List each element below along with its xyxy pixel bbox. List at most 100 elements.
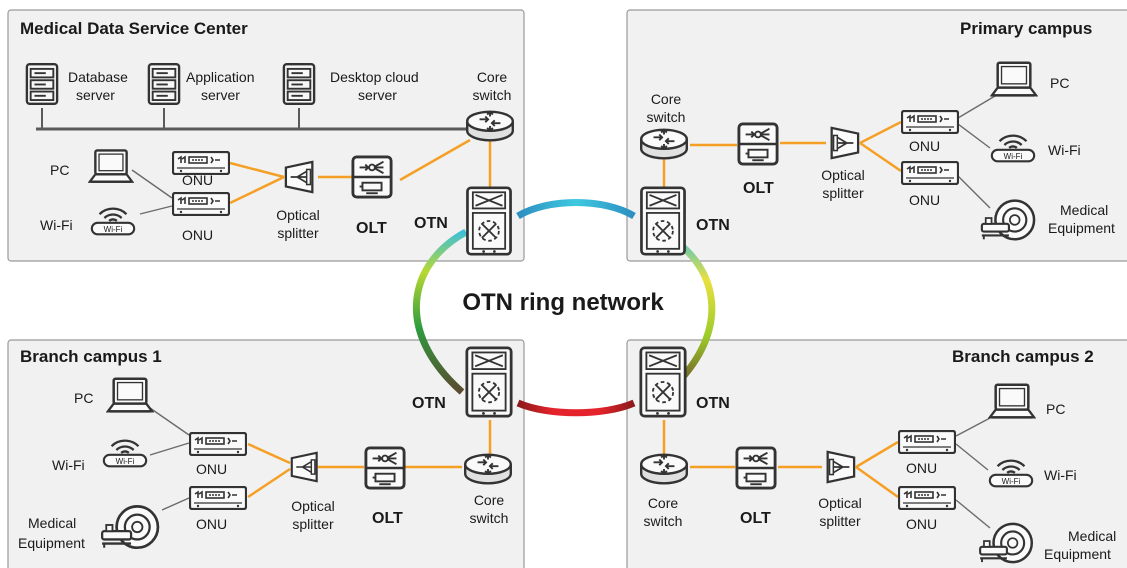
primary-onu-2-label: ONU: [909, 192, 940, 208]
branch1-olt-icon: [364, 446, 406, 490]
branch1-core-switch-icon: [463, 453, 513, 485]
mdsc-otn-label: OTN: [414, 215, 448, 232]
branch2-onu-2-label: ONU: [906, 516, 937, 532]
branch2-medical-label-2: Equipment: [1044, 546, 1111, 562]
primary-splitter-label-1: Optical: [821, 167, 865, 183]
mdsc-onu-1-icon: [172, 151, 230, 175]
branch1-pc-icon: [106, 377, 154, 413]
branch1-title: Branch campus 1: [20, 347, 162, 366]
branch2-otn-icon: [639, 346, 687, 418]
branch1-splitter-label-2: splitter: [292, 516, 334, 532]
branch1-optical-splitter-icon: [290, 451, 318, 483]
primary-core-switch-icon: [639, 128, 689, 160]
mdsc-splitter-label-1: Optical: [276, 207, 320, 223]
branch2-pc-icon: [988, 383, 1036, 419]
primary-olt-icon: [737, 122, 779, 166]
branch2-medical-label-1: Medical: [1068, 528, 1116, 544]
branch1-onu-1-icon: [189, 432, 247, 456]
branch1-region: Branch campus 1 PC Wi-Fi Wi-Fi Medical E…: [18, 346, 513, 551]
primary-onu-1-icon: [901, 110, 959, 134]
primary-pc-icon: [990, 61, 1038, 97]
branch1-wifi-badge: Wi-Fi: [116, 457, 135, 466]
mdsc-core-switch-label-1: Core: [477, 69, 508, 85]
branch2-olt-label: OLT: [740, 510, 771, 527]
application-server-label-2: server: [201, 87, 240, 103]
desktop-cloud-server-label-1: Desktop cloud: [330, 69, 419, 85]
mdsc-core-switch-label-2: switch: [473, 87, 512, 103]
branch1-medical-label-2: Equipment: [18, 535, 85, 551]
primary-region: Primary campus Core switch OTN OLT Optic…: [639, 19, 1115, 256]
branch2-splitter-label-2: splitter: [819, 513, 861, 529]
ring-segment-bottom: [516, 399, 636, 417]
branch1-olt-label: OLT: [372, 510, 403, 527]
branch2-onu-1-label: ONU: [906, 460, 937, 476]
mdsc-onu-2-label: ONU: [182, 227, 213, 243]
branch2-otn-label: OTN: [696, 395, 730, 412]
branch1-medical-label-1: Medical: [28, 515, 76, 531]
database-server-label-2: server: [76, 87, 115, 103]
branch2-pc-label: PC: [1046, 401, 1065, 417]
primary-title: Primary campus: [960, 19, 1092, 38]
branch2-wifi-label: Wi-Fi: [1044, 467, 1077, 483]
branch1-splitter-label-1: Optical: [291, 498, 335, 514]
branch1-pc-label: PC: [74, 390, 93, 406]
mdsc-wifi-badge: Wi-Fi: [104, 225, 123, 234]
primary-wifi-label: Wi-Fi: [1048, 142, 1081, 158]
primary-splitter-label-2: splitter: [822, 185, 864, 201]
branch1-onu-1-label: ONU: [196, 461, 227, 477]
mdsc-pc-label: PC: [50, 162, 69, 178]
branch2-core-switch-icon: [639, 453, 689, 485]
branch2-splitter-label-1: Optical: [818, 495, 862, 511]
mdsc-optical-splitter-icon: [284, 160, 314, 194]
mdsc-olt-label: OLT: [356, 220, 387, 237]
branch1-otn-icon: [465, 346, 513, 418]
mdsc-core-switch-icon: [465, 110, 515, 142]
mdsc-onu-2-icon: [172, 192, 230, 216]
branch1-onu-2-icon: [189, 486, 247, 510]
primary-medical-label-1: Medical: [1060, 202, 1108, 218]
application-server-label-1: Application: [186, 69, 255, 85]
branch2-wifi-badge: Wi-Fi: [1002, 477, 1021, 486]
primary-core-switch-label-2: switch: [647, 109, 686, 125]
application-server-icon: [147, 62, 181, 106]
primary-medical-label-2: Equipment: [1048, 220, 1115, 236]
mdsc-otn-icon: [465, 186, 513, 256]
database-server-label-1: Database: [68, 69, 128, 85]
desktop-cloud-server-label-2: server: [358, 87, 397, 103]
mdsc-onu-1-label: ONU: [182, 172, 213, 188]
ring-segment-left: [412, 228, 468, 395]
branch2-core-switch-label-2: switch: [644, 513, 683, 529]
ring-segment-top: [516, 199, 636, 220]
panel-medical-data-service-center: [7, 9, 525, 262]
mdsc-region: Medical Data Service Center Database ser…: [20, 19, 515, 256]
mdsc-pc-icon: [88, 149, 134, 183]
primary-optical-splitter-icon: [830, 126, 860, 160]
branch2-olt-icon: [735, 446, 777, 490]
primary-otn-label: OTN: [696, 217, 730, 234]
primary-onu-2-icon: [901, 161, 959, 185]
branch1-wifi-label: Wi-Fi: [52, 457, 85, 473]
branch2-title: Branch campus 2: [952, 347, 1094, 366]
ring-label: OTN ring network: [462, 289, 664, 316]
branch1-otn-label: OTN: [412, 395, 446, 412]
primary-olt-label: OLT: [743, 180, 774, 197]
primary-onu-1-label: ONU: [909, 138, 940, 154]
branch2-region: Branch campus 2 OTN Core switch OLT Opti…: [639, 346, 1116, 564]
mdsc-wifi-label: Wi-Fi: [40, 217, 73, 233]
branch2-onu-2-icon: [898, 486, 956, 510]
mdsc-splitter-label-2: splitter: [277, 225, 319, 241]
primary-wifi-badge: Wi-Fi: [1004, 152, 1023, 161]
primary-otn-icon: [639, 186, 687, 256]
branch2-onu-1-icon: [898, 430, 956, 454]
mdsc-title: Medical Data Service Center: [20, 19, 248, 38]
branch2-optical-splitter-icon: [826, 450, 856, 484]
branch1-core-switch-label-2: switch: [470, 510, 509, 526]
mdsc-olt-icon: [351, 155, 393, 199]
database-server-icon: [25, 62, 59, 106]
desktop-cloud-server-icon: [282, 62, 316, 106]
branch1-onu-2-label: ONU: [196, 516, 227, 532]
primary-pc-label: PC: [1050, 75, 1069, 91]
branch2-core-switch-label-1: Core: [648, 495, 679, 511]
primary-core-switch-label-1: Core: [651, 91, 682, 107]
